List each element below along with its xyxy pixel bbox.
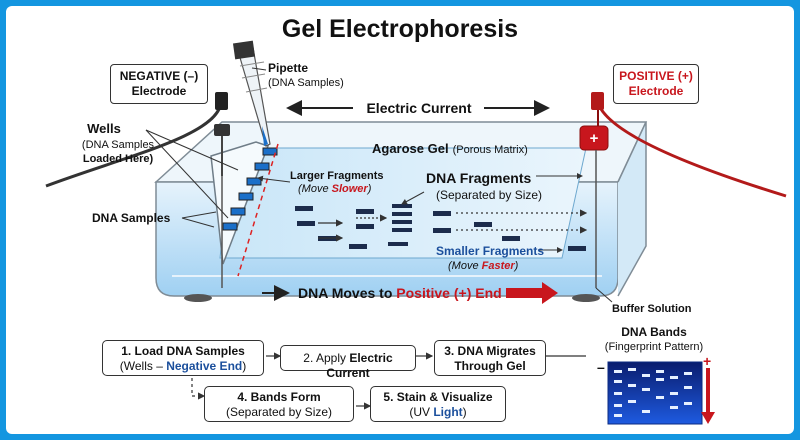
negative-electrode <box>45 92 230 288</box>
negative-electrode-label: NEGATIVE (–) Electrode <box>110 64 208 104</box>
well <box>262 147 278 156</box>
wells-label: Wells <box>87 121 121 136</box>
bands-panel-title: DNA Bands <box>621 325 687 339</box>
positive-electrode <box>579 92 787 288</box>
diagram-title: Gel Electrophoresis <box>281 15 519 43</box>
diagram-frame: Pipette (DNA Samples) Electric Current W… <box>6 6 794 434</box>
step-2-box: 2. Apply Electric Current <box>280 345 416 380</box>
well <box>222 222 238 231</box>
wells-sublabel-2: Loaded Here) <box>83 153 154 165</box>
dna-bands-panel <box>607 361 715 425</box>
flow-connectors <box>191 352 586 410</box>
dna-fragments-label: DNA Fragments <box>426 170 531 186</box>
leader-lines <box>145 67 613 303</box>
migration-arrows <box>318 209 588 242</box>
larger-fragments-label: Larger Fragments <box>290 170 384 182</box>
pipette <box>232 40 271 147</box>
pipette-sublabel: (DNA Samples) <box>268 77 344 89</box>
well <box>230 207 246 216</box>
step-5-box: 5. Stain & Visualize (UV Light) <box>370 386 506 422</box>
dna-moves-label: DNA Moves to Positive (+) End <box>298 285 502 301</box>
well <box>238 192 254 201</box>
bands-panel-plus: + <box>703 353 711 369</box>
wells-sublabel-1: (DNA Samples <box>82 139 155 151</box>
larger-fragments-sublabel: (Move Slower) <box>298 183 372 195</box>
dna-samples-label: DNA Samples <box>92 211 171 225</box>
bands-panel-minus: – <box>597 359 605 375</box>
positive-electrode-symbol: + <box>590 130 599 147</box>
electric-current-label: Electric Current <box>366 100 471 116</box>
bands-panel-subtitle: (Fingerprint Pattern) <box>605 341 703 353</box>
smaller-fragments-sublabel: (Move Faster) <box>448 260 519 272</box>
pipette-label: Pipette <box>268 61 308 75</box>
step-1-box: 1. Load DNA Samples (Wells – Negative En… <box>102 340 264 376</box>
step-4-box: 4. Bands Form (Separated by Size) <box>204 386 354 422</box>
buffer-solution-label: Buffer Solution <box>612 303 692 315</box>
step-3-box: 3. DNA Migrates Through Gel <box>434 340 546 376</box>
wells-column <box>210 141 279 277</box>
smaller-fragments-label: Smaller Fragments <box>436 244 544 258</box>
well <box>246 177 262 186</box>
dna-bands-gel <box>295 204 586 251</box>
red-direction-arrow <box>506 282 558 304</box>
well <box>254 162 270 171</box>
electrophoresis-scene: Pipette (DNA Samples) Electric Current W… <box>45 40 787 425</box>
agarose-gel-label: Agarose Gel(Porous Matrix) <box>372 141 528 156</box>
dna-fragments-sublabel: (Separated by Size) <box>436 188 542 202</box>
positive-electrode-label: POSITIVE (+) Electrode <box>613 64 699 104</box>
